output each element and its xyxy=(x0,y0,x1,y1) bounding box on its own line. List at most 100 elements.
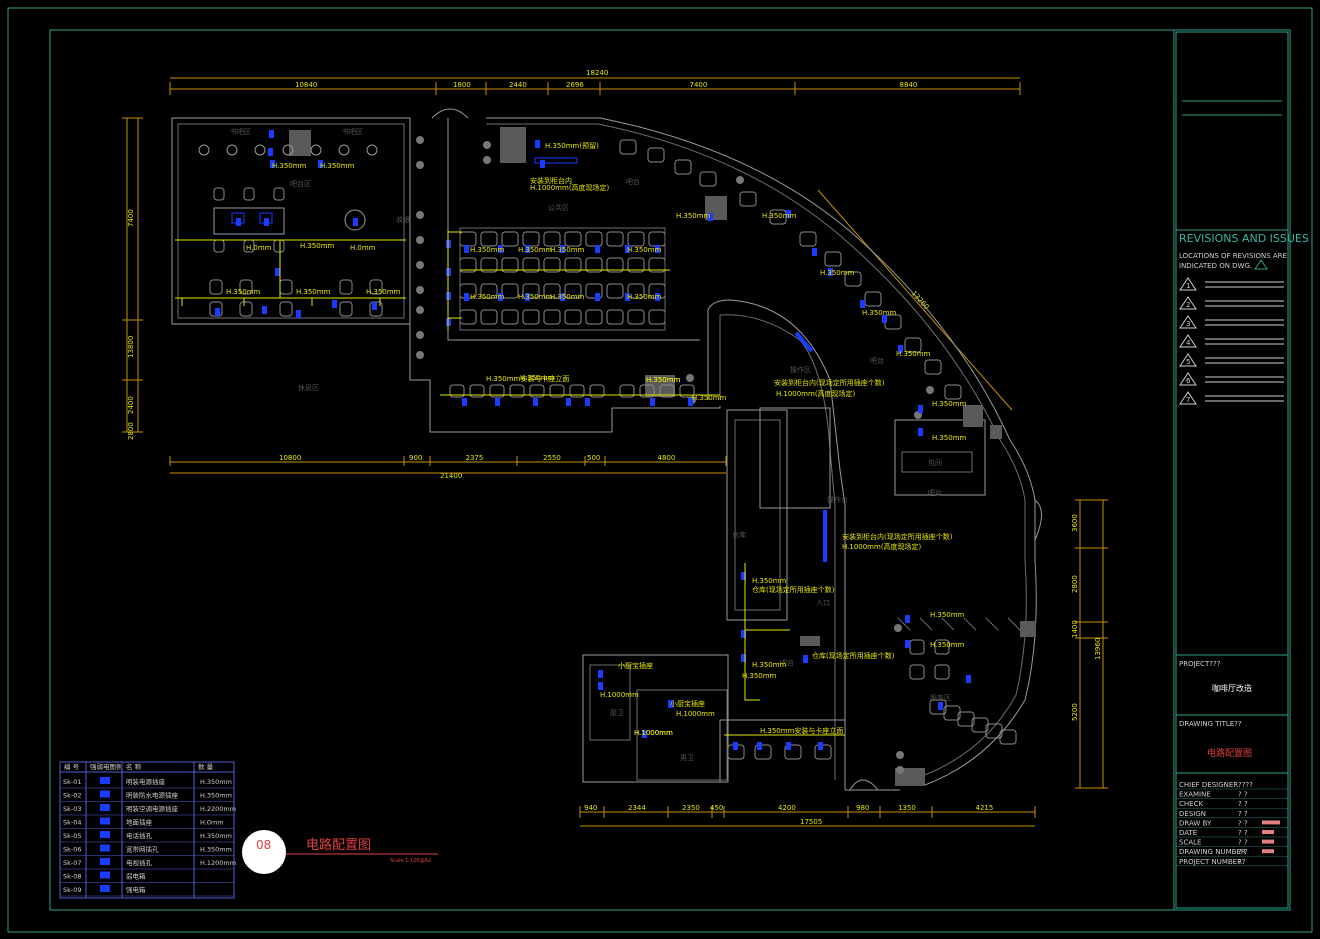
socket-annotation: H.350mm xyxy=(226,288,261,296)
tb-field-label: DRAW BY xyxy=(1179,819,1212,827)
legend-name: 强电箱 xyxy=(126,885,146,894)
legend-code: Sk-01 xyxy=(63,778,82,786)
dim-label: 2350 xyxy=(682,804,700,812)
socket-annotation: 小厨宝插座 xyxy=(618,661,653,670)
legend-name: 宽带网插孔 xyxy=(126,845,159,854)
legend-qty: H.350mm xyxy=(200,832,232,840)
socket-annotation: H.350mm xyxy=(896,350,931,358)
zone-label: 吧台 xyxy=(928,488,942,497)
legend-name: 电话插孔 xyxy=(126,831,153,840)
dim-middle-total: 21400 xyxy=(440,472,462,480)
dim-label: 2550 xyxy=(543,454,561,462)
zone-label: 包间 xyxy=(928,458,942,467)
legend-code: Sk-03 xyxy=(63,805,82,813)
zone-label: 吧台 xyxy=(870,356,884,365)
legend-code: Sk-08 xyxy=(63,873,82,881)
tb-field-label: DESIGN xyxy=(1179,810,1206,818)
revisions-note-2: INDICATED ON DWG. xyxy=(1179,262,1252,270)
socket-annotation: H.350mm xyxy=(366,288,401,296)
zone-label: 服务区 xyxy=(930,693,951,702)
revision-mark: 1 xyxy=(1186,282,1190,290)
revision-mark: 7 xyxy=(1186,396,1190,404)
sheet-scale: Scale 1:120@A2 xyxy=(390,858,431,864)
dim-label: 5200 xyxy=(1071,703,1079,721)
socket-annotation: H.350mm xyxy=(550,246,585,254)
socket-annotation: H.350mm xyxy=(520,374,555,382)
revisions-note-1: LOCATIONS OF REVISIONS ARE xyxy=(1179,252,1287,260)
socket-annotation: H.350mm xyxy=(692,394,727,402)
dim-label: 10840 xyxy=(295,81,317,89)
dim-label: 4215 xyxy=(976,804,994,812)
electrical-sockets xyxy=(175,130,971,750)
project-value: 咖啡厅改造 xyxy=(1212,683,1252,693)
legend-header: 强弱电图例 xyxy=(90,762,123,771)
dim-top-total: 18240 xyxy=(586,69,608,77)
sheet-inner-frame xyxy=(49,29,1291,911)
socket-annotation: H.350mm xyxy=(752,661,787,669)
legend-qty: H.2200mm xyxy=(200,805,236,813)
legend-name: 明装空调电源插座 xyxy=(126,804,179,813)
dim-label: 2696 xyxy=(566,81,584,89)
project-label: PROJECT??? xyxy=(1179,660,1221,668)
revision-mark: 2 xyxy=(1186,301,1190,309)
tb-field-value: ? ? xyxy=(1238,848,1248,856)
socket-annotation: H.1000mm xyxy=(676,710,715,718)
socket-annotation: H.350mm xyxy=(930,611,965,619)
socket-annotation: H.350mm xyxy=(627,293,662,301)
legend-name: 电视插孔 xyxy=(126,858,153,867)
dim-label: 2344 xyxy=(628,804,646,812)
tb-field-label: SCALE xyxy=(1179,839,1201,847)
dim-label: 2800 xyxy=(127,422,135,440)
sheet-title: 电路配置图 xyxy=(306,837,371,853)
legend-qty: H.350mm xyxy=(200,846,232,854)
dim-label: 13800 xyxy=(127,336,135,358)
dim-label: 4800 xyxy=(658,454,676,462)
zone-labels: 书吧区书吧区吧台区公共区收银休息区吧台操作区吧台仓库入口厨卫男卫吧台包间操作台吧… xyxy=(230,127,951,762)
socket-annotation: H.350mm xyxy=(627,246,662,254)
socket-annotation: H.350mm xyxy=(762,212,797,220)
zone-label: 公共区 xyxy=(548,203,569,212)
dim-label: 2800 xyxy=(1071,575,1079,593)
dim-label: 1800 xyxy=(453,81,471,89)
socket-annotation: H.350mm(预留) xyxy=(545,141,599,150)
dim-bottom-total: 17505 xyxy=(800,818,822,826)
dim-label: 2440 xyxy=(509,81,527,89)
zone-label: 操作区 xyxy=(790,365,811,374)
legend-header: 名 称 xyxy=(126,762,142,771)
socket-annotation: H.350mm xyxy=(518,246,553,254)
legend-name: 明装防水电源插座 xyxy=(126,791,179,800)
tb-field-label: CHECK xyxy=(1179,800,1203,808)
revisions-title: REVISIONS AND ISSUES xyxy=(1179,232,1309,245)
dim-label: 980 xyxy=(856,804,869,812)
dim-label: 7400 xyxy=(690,81,708,89)
tb-field-value: ? ? xyxy=(1238,819,1248,827)
dim-label: 3600 xyxy=(1071,514,1079,532)
socket-annotation: H.1000mm xyxy=(634,729,673,737)
tb-field-label: PROJECT NUMBER xyxy=(1179,858,1242,866)
dim-label: 2375 xyxy=(466,454,484,462)
dim-label: 500 xyxy=(587,454,600,462)
floor-plan-walls xyxy=(171,108,1042,791)
socket-annotation: H.350mm xyxy=(518,293,553,301)
dim-label: 940 xyxy=(584,804,597,812)
legend-name: 弱电箱 xyxy=(126,872,146,881)
legend-qty: H.0mm xyxy=(200,819,224,827)
legend-qty: H.1200mm xyxy=(200,859,236,867)
socket-annotation: H.350mm xyxy=(932,400,967,408)
tb-field-label: CHIEF DESIGNER xyxy=(1179,781,1238,789)
tb-field-value: ? ? xyxy=(1238,810,1248,818)
legend-qty: H.350mm xyxy=(200,792,232,800)
zone-label: 收银 xyxy=(396,215,410,224)
tb-field-label: EXAMINE xyxy=(1179,791,1211,799)
socket-annotation: H.1000mm(高度现场定) xyxy=(530,183,610,192)
zone-label: 入口 xyxy=(816,599,830,607)
socket-annotation: H.350mm xyxy=(676,212,711,220)
legend-name: 地面插座 xyxy=(126,818,153,827)
socket-annotation: 仓库(现场定所用插座个数) xyxy=(812,651,895,660)
legend-code: Sk-09 xyxy=(63,886,82,894)
